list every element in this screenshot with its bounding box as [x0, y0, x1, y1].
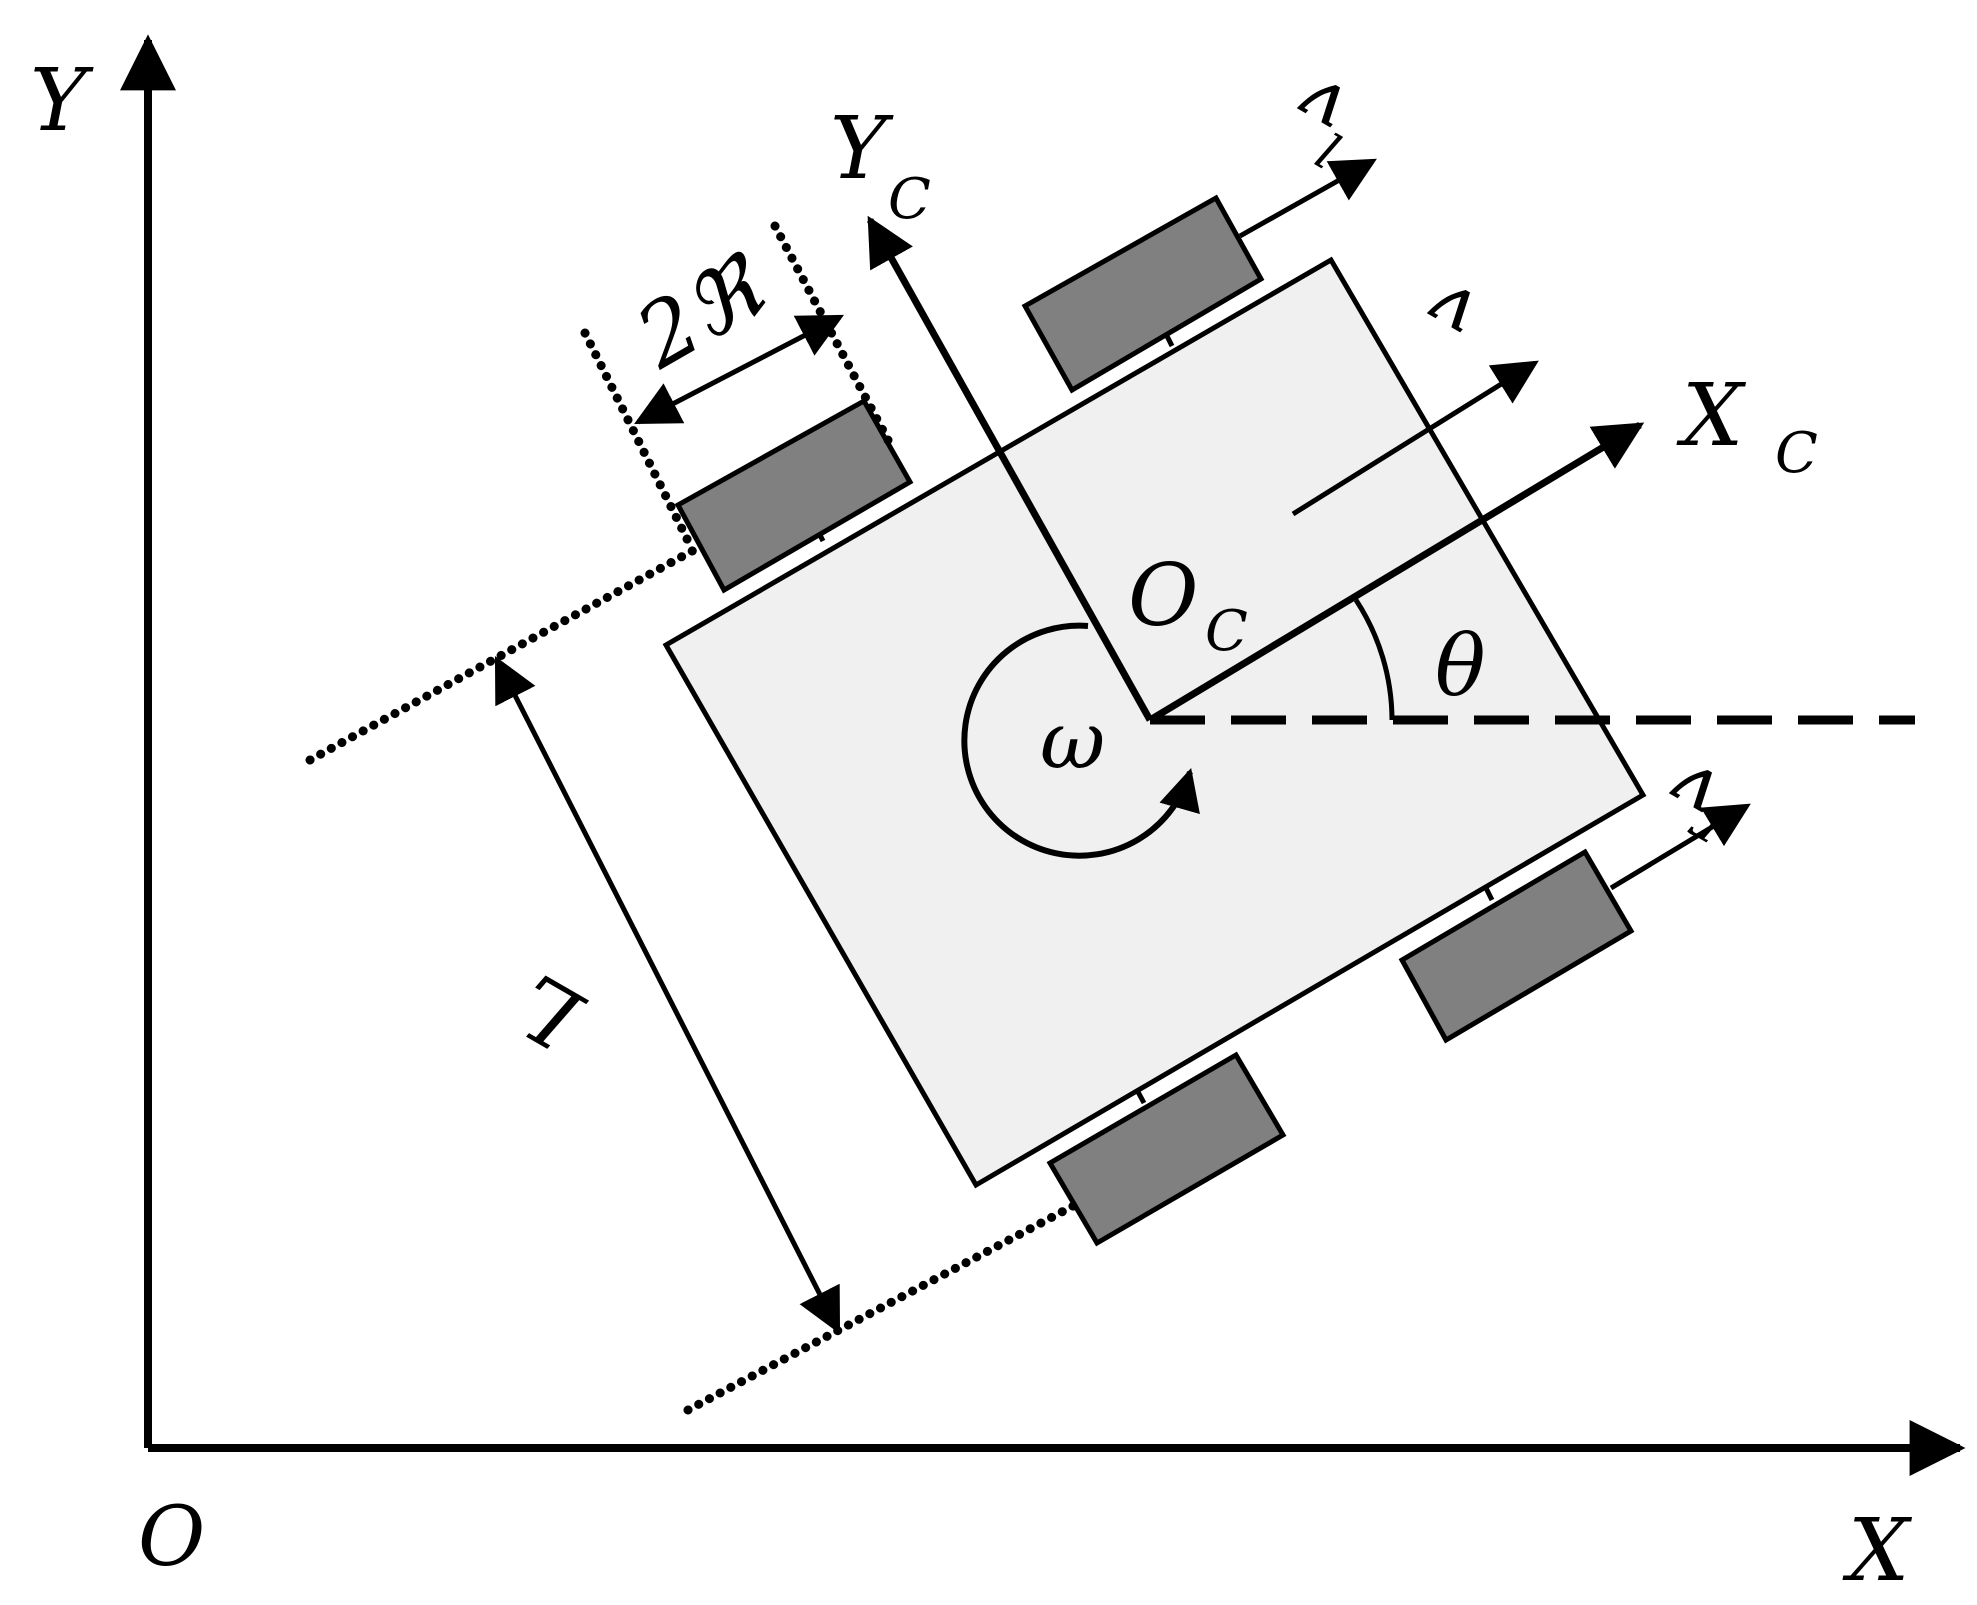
velocity-label: v: [1410, 263, 1492, 362]
wheel-width-dimension-arrow: [634, 314, 844, 425]
wheel-width-boundary-right: [770, 221, 893, 445]
body-y-label: Y: [830, 99, 894, 199]
wheel-front-left: [1021, 194, 1265, 394]
wheel-rear-right: [1046, 1051, 1287, 1247]
body-origin-label: O: [1128, 546, 1199, 646]
wheel-front-right: [1398, 848, 1635, 1044]
velocity-left-arrow: [1238, 158, 1377, 239]
track-boundary-top: [305, 545, 699, 765]
omega-arc: [961, 622, 1200, 859]
body-y-axis: [866, 215, 1154, 722]
body-x-subscript: C: [1775, 421, 1818, 486]
body-origin-subscript: C: [1205, 599, 1248, 664]
world-x-label: X: [1842, 1501, 1913, 1601]
body-x-label: X: [1676, 366, 1747, 466]
world-y-label: Y: [30, 51, 94, 151]
body-x-axis: [1148, 422, 1645, 723]
wheel-width-label: 2ℜ: [620, 236, 785, 389]
track-length-label: L: [499, 953, 600, 1069]
wheel-rear-left: [674, 397, 914, 594]
track-length-dimension-arrow: [494, 655, 841, 1335]
theta-arc: [1353, 598, 1395, 721]
velocity-arrow: [1291, 360, 1539, 517]
velocity-right-arrow: [1609, 803, 1751, 891]
origin-label: O: [138, 1490, 205, 1585]
heading-angle-label: θ: [1435, 617, 1486, 715]
body-y-subscript: C: [888, 167, 931, 232]
wheel-width-boundary-left: [580, 328, 695, 550]
velocity-left-label: v: [1280, 58, 1362, 157]
angular-velocity-label: ω: [1040, 694, 1105, 787]
track-boundary-bottom: [683, 1200, 1080, 1415]
